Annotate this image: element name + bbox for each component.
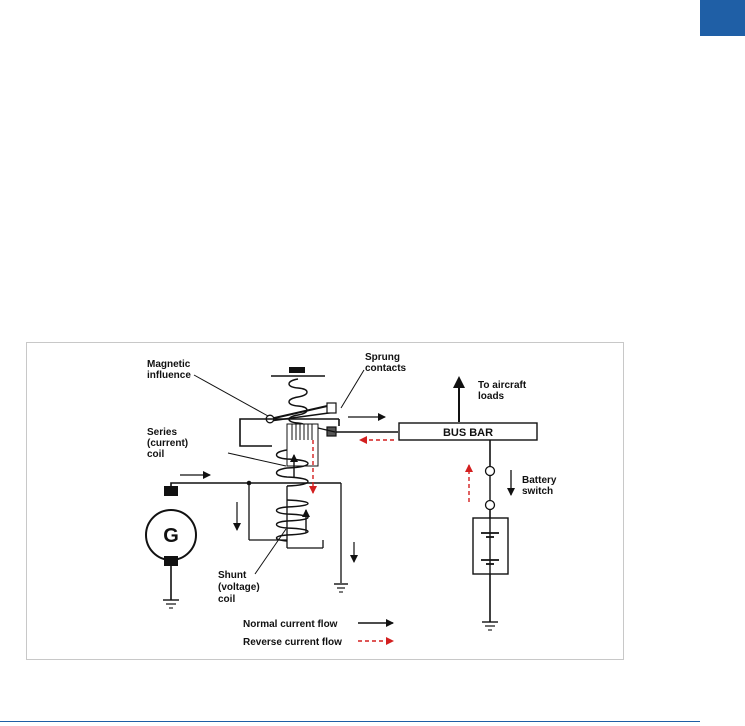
leader-magnetic [193,374,269,417]
legend: Normal current flow Reverse current flow [243,619,394,648]
label-series-1: Series [147,427,177,438]
label-series-2: (current) [147,438,188,449]
label-magnetic-1: Magnetic [147,359,191,370]
series-lead [317,427,336,433]
bus-bar [398,422,538,441]
spring-icon [271,367,325,429]
yoke-frame [239,418,339,447]
label-aircraft-1: To aircraft [478,380,527,391]
battery-switch-top-terminal [484,465,496,477]
shunt-coil [275,499,309,542]
generator-main-wire [170,482,341,486]
label-sprung-1: Sprung [365,352,400,363]
bottom-rule [0,721,700,722]
figure-frame [26,342,624,660]
series-coil [275,449,309,487]
bus-bar-label: BUS BAR [443,427,493,439]
label-battery-2: switch [522,486,553,497]
label-series-3: coil [147,449,164,460]
label-shunt-3: coil [218,594,235,605]
generator: G [145,486,197,566]
label-aircraft-2: loads [478,391,505,402]
leader-sprung [340,369,365,409]
corner-tab [700,0,745,36]
legend-normal-label: Normal current flow [243,619,338,630]
core-hatching [291,424,313,440]
label-shunt-1: Shunt [218,570,247,581]
label-battery-1: Battery [522,475,557,486]
upper-contact [326,402,337,414]
generator-label: G [163,525,179,547]
legend-reverse-label: Reverse current flow [243,637,342,648]
battery-ground-icon [482,621,498,631]
shunt-ground-icon [334,583,348,593]
label-shunt-2: (voltage) [218,582,260,593]
battery-switch-bottom-terminal [484,499,496,511]
leader-series [227,452,287,467]
label-sprung-2: contacts [365,363,407,374]
battery-icon [472,517,509,575]
label-magnetic-2: influence [147,370,191,381]
generator-ground-icon [163,599,179,609]
armature-lever [269,403,337,420]
leader-shunt [254,528,287,575]
